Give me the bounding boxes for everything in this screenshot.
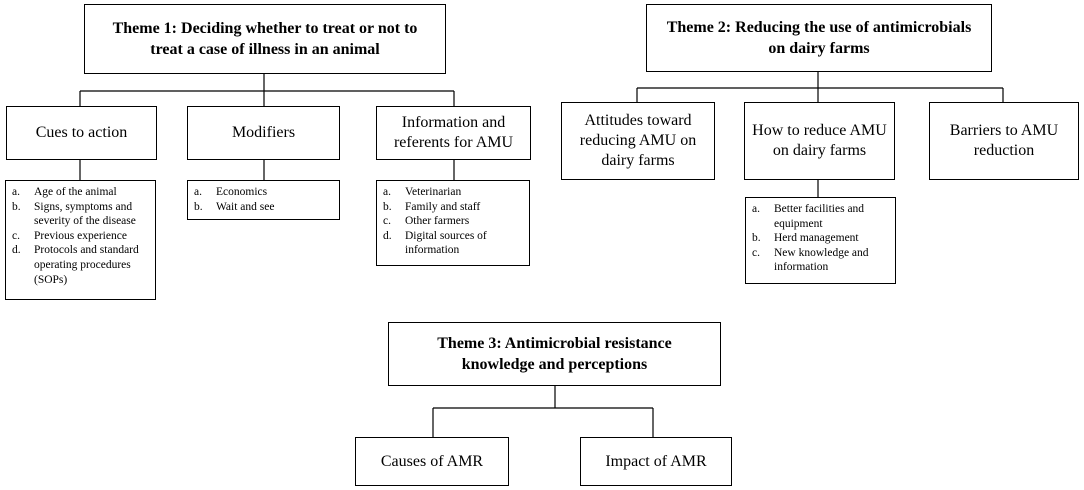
- list-item: b.Herd management: [752, 232, 859, 245]
- information-referents-box: Information and referents for AMU: [376, 106, 531, 160]
- how-to-reduce-title: How to reduce AMU on dairy farms: [752, 122, 887, 159]
- causes-of-amr-box: Causes of AMR: [355, 437, 509, 486]
- attitudes-box: Attitudes toward reducing AMU on dairy f…: [561, 102, 715, 180]
- list-item: d.Protocols and standard operating proce…: [12, 244, 139, 286]
- list-item: c.Other farmers: [383, 215, 470, 228]
- list-item: a.Economics: [194, 186, 268, 198]
- cues-to-action-list: a.Age of the animal b.Signs, symptoms an…: [5, 180, 156, 300]
- list-item: a.Age of the animal: [12, 186, 117, 198]
- attitudes-title: Attitudes toward reducing AMU on dairy f…: [579, 112, 697, 169]
- impact-of-amr-box: Impact of AMR: [580, 437, 732, 486]
- list-item: c.New knowledge and information: [752, 246, 869, 274]
- list-item: c.Previous experience: [12, 229, 127, 242]
- modifiers-title: Modifiers: [231, 124, 296, 141]
- how-to-reduce-box: How to reduce AMU on dairy farms: [744, 102, 895, 180]
- list-item: b.Wait and see: [194, 200, 275, 213]
- list-item: b.Family and staff: [383, 200, 481, 213]
- theme3-title: Theme 3: Antimicrobial resistance knowle…: [437, 335, 672, 373]
- impact-of-amr-title: Impact of AMR: [605, 452, 707, 470]
- causes-of-amr-title: Causes of AMR: [380, 452, 484, 470]
- information-referents-list: a.Veterinarian b.Family and staff c.Othe…: [376, 180, 530, 266]
- list-item: a.Better facilities and equipment: [752, 203, 865, 230]
- list-item: d.Digital sources of information: [383, 229, 487, 257]
- theme1-title: Theme 1: Deciding whether to treat or no…: [112, 20, 418, 58]
- list-item: b.Signs, symptoms and severity of the di…: [12, 200, 136, 228]
- how-to-reduce-list: a.Better facilities and equipment b.Herd…: [745, 197, 896, 284]
- theme2-title: Theme 2: Reducing the use of antimicrobi…: [666, 19, 972, 57]
- theme1-box: Theme 1: Deciding whether to treat or no…: [84, 4, 446, 74]
- cues-to-action-box: Cues to action: [6, 106, 157, 160]
- cues-to-action-title: Cues to action: [35, 124, 128, 141]
- modifiers-list: a.Economics b.Wait and see: [187, 180, 340, 220]
- barriers-box: Barriers to AMU reduction: [929, 102, 1079, 180]
- list-item: a.Veterinarian: [383, 186, 462, 198]
- information-referents-title: Information and referents for AMU: [393, 114, 514, 151]
- theme2-box: Theme 2: Reducing the use of antimicrobi…: [646, 4, 992, 72]
- barriers-title: Barriers to AMU reduction: [949, 122, 1059, 159]
- modifiers-box: Modifiers: [187, 106, 340, 160]
- theme3-box: Theme 3: Antimicrobial resistance knowle…: [388, 322, 721, 386]
